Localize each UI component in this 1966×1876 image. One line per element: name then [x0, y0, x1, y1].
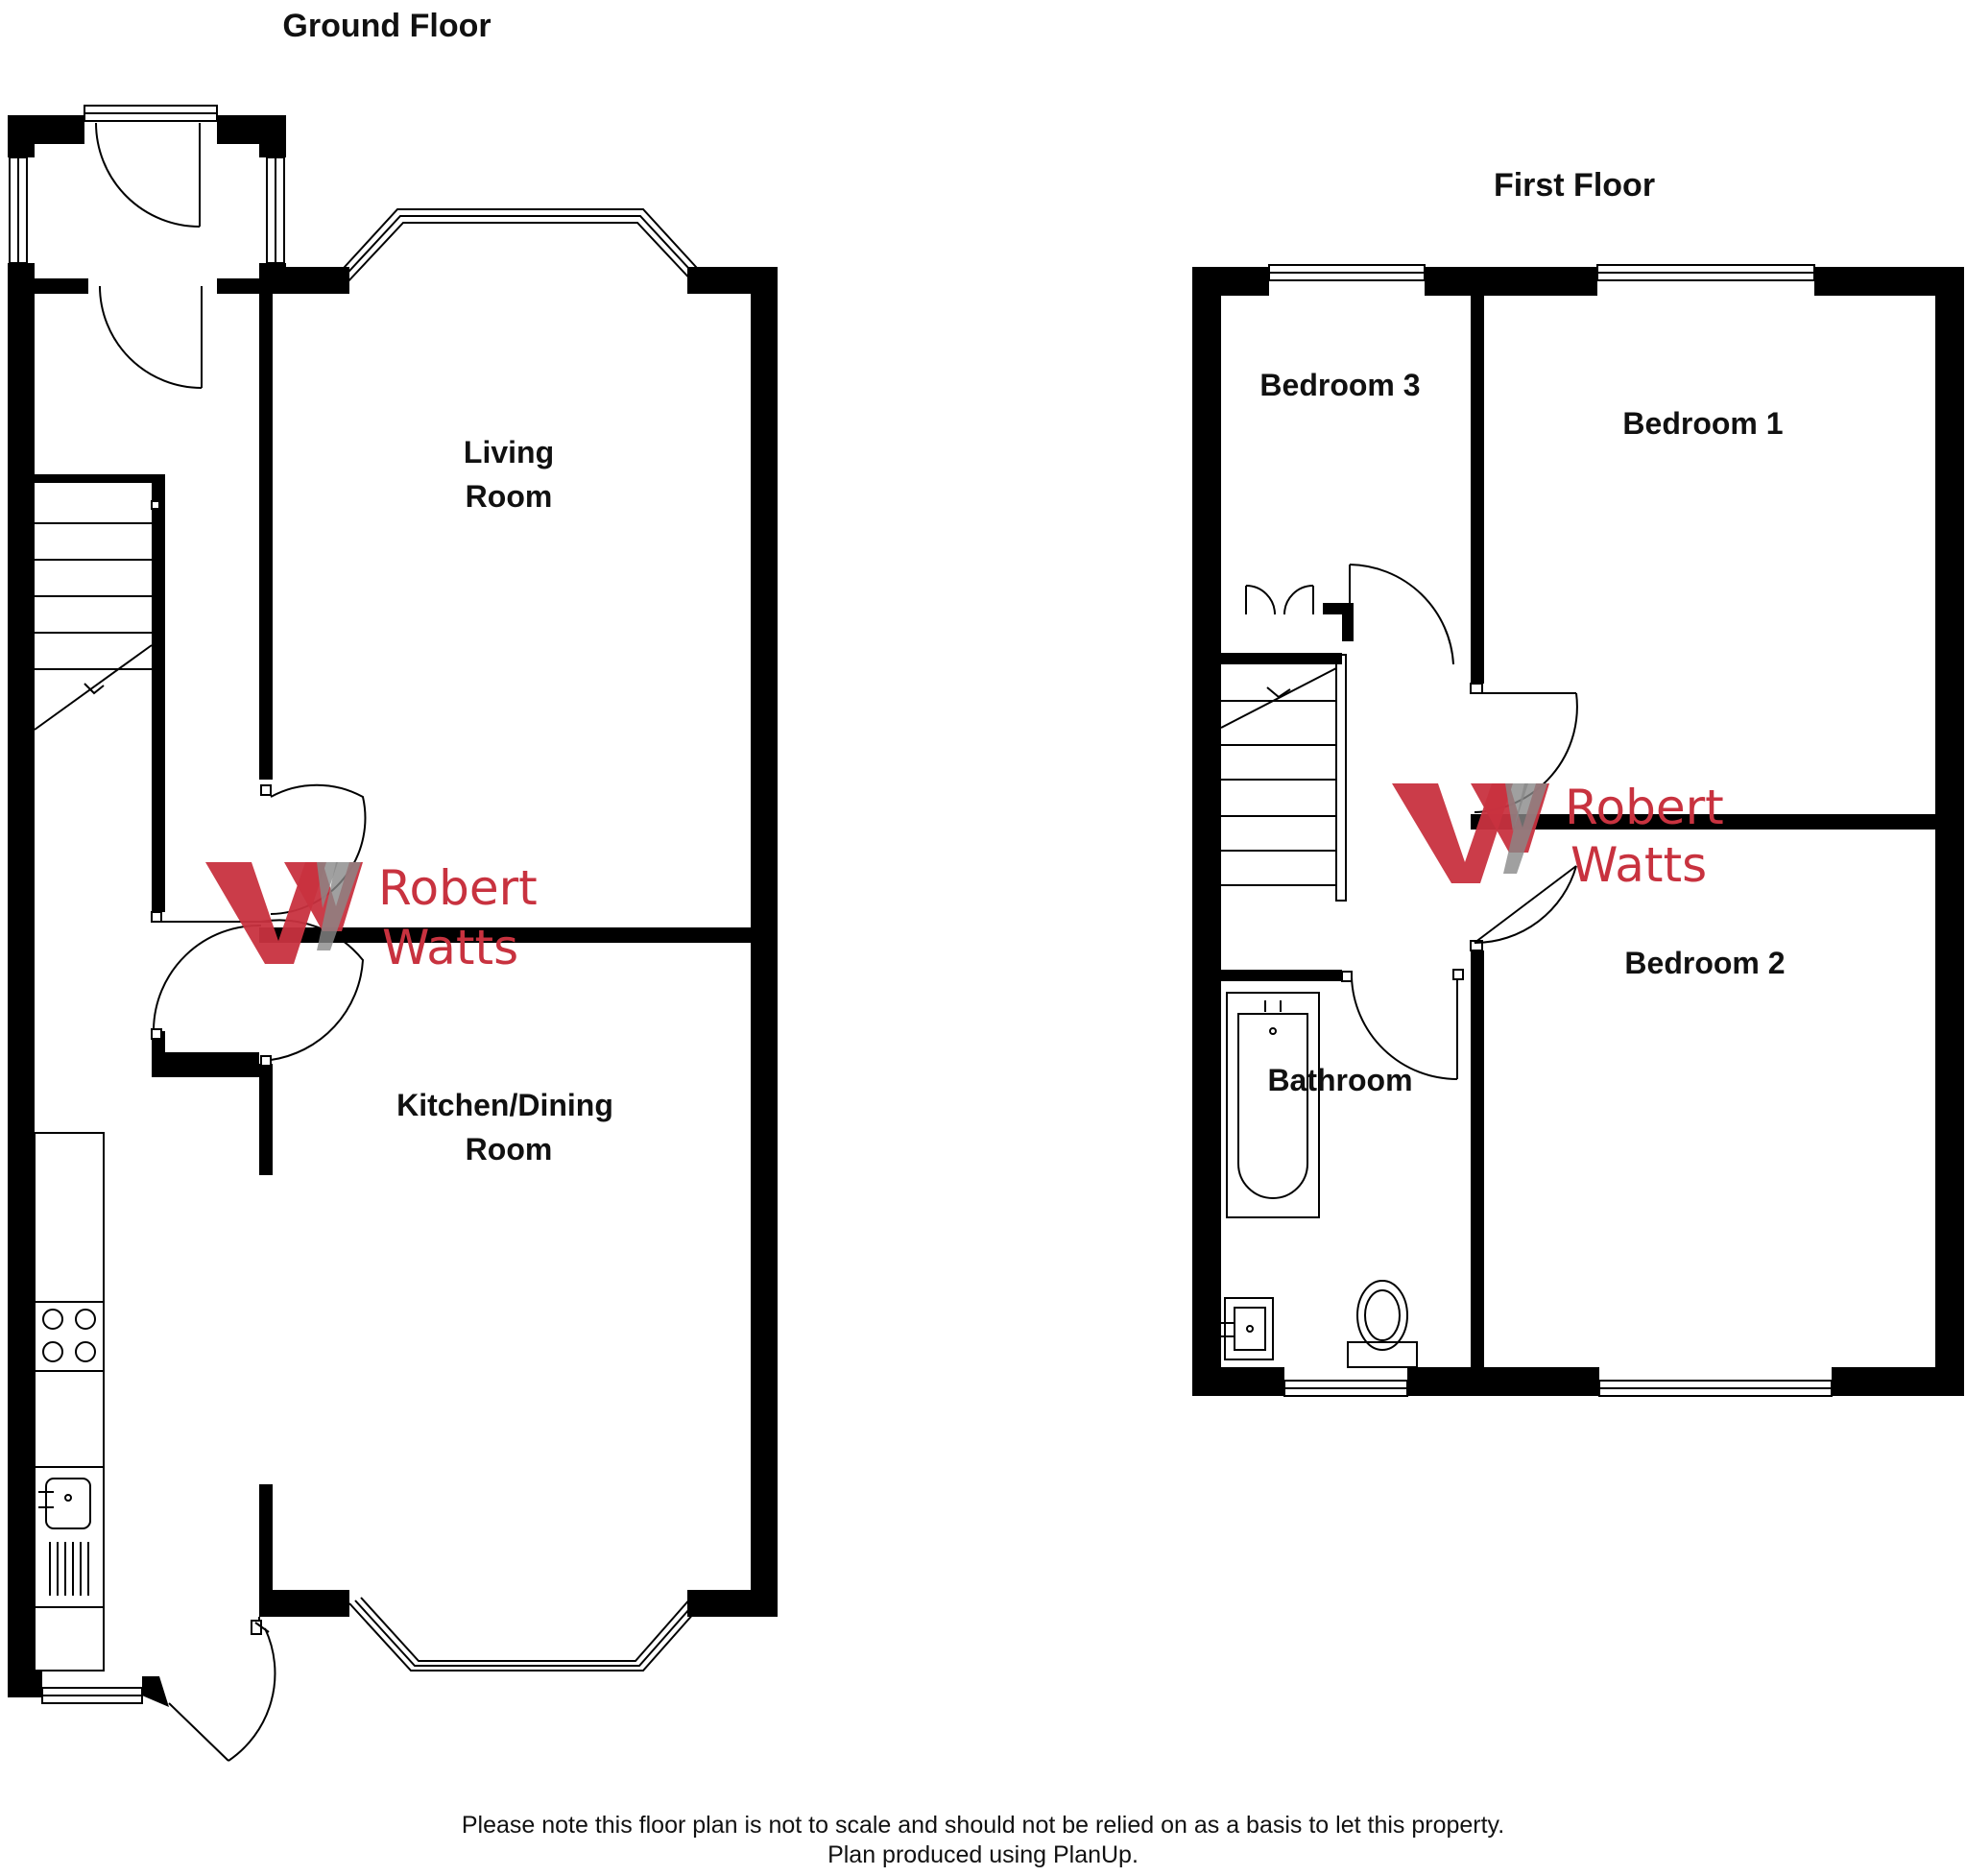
watermark-last-name: Watts — [382, 920, 518, 975]
ground-floor-walls — [8, 267, 778, 1707]
living-room-label: Living — [464, 435, 554, 469]
watermark-first-name: Robert — [378, 860, 538, 916]
porch-walls — [8, 115, 286, 294]
first-floor-walls — [1192, 267, 1964, 1396]
first-floor-doors — [1341, 564, 1578, 1080]
first-floor-windows — [1268, 264, 1833, 1397]
hob-icon — [42, 1309, 96, 1362]
first-floor-staircase — [1220, 654, 1347, 902]
first-floor-title: First Floor — [1494, 167, 1655, 204]
cupboard-doors — [1245, 585, 1314, 615]
watermark-last-name-2: Watts — [1570, 837, 1707, 893]
ground-floor-title: Ground Floor — [282, 8, 491, 44]
kitchen-worktop — [34, 1132, 105, 1672]
bedroom3-label: Bedroom 3 — [1259, 368, 1420, 402]
robert-watts-logo-watermark-first-floor: Robert Watts — [1392, 780, 1724, 893]
ground-floor-staircase — [34, 481, 160, 731]
bedroom2-label: Bedroom 2 — [1624, 946, 1785, 980]
robert-watts-logo-watermark: Robert Watts — [205, 860, 538, 975]
bath-icon — [1226, 992, 1320, 1218]
ground-floor-plan: Ground Floor — [8, 8, 778, 1762]
porch-windows — [9, 105, 285, 264]
watermark-first-name-2: Robert — [1565, 780, 1724, 835]
sink-icon — [38, 1478, 91, 1596]
kitchen-window — [41, 1687, 143, 1704]
planup-credit: Plan produced using PlanUp. — [827, 1841, 1139, 1868]
kitchen-dining-label-line2: Room — [466, 1132, 553, 1166]
basin-icon — [1221, 1297, 1274, 1360]
kitchen-dining-label: Kitchen/Dining — [396, 1088, 613, 1122]
first-floor-plan: First Floor — [1192, 167, 1964, 1397]
bathroom-label: Bathroom — [1267, 1063, 1412, 1097]
kitchen-bay-window — [348, 1597, 704, 1672]
living-room-label-line2: Room — [466, 479, 553, 514]
disclaimer-note: Please note this floor plan is not to sc… — [461, 1812, 1505, 1839]
bedroom1-label: Bedroom 1 — [1622, 406, 1783, 441]
toilet-icon — [1347, 1280, 1418, 1368]
porch-doors — [95, 122, 203, 389]
living-room-bay-window — [333, 208, 707, 285]
